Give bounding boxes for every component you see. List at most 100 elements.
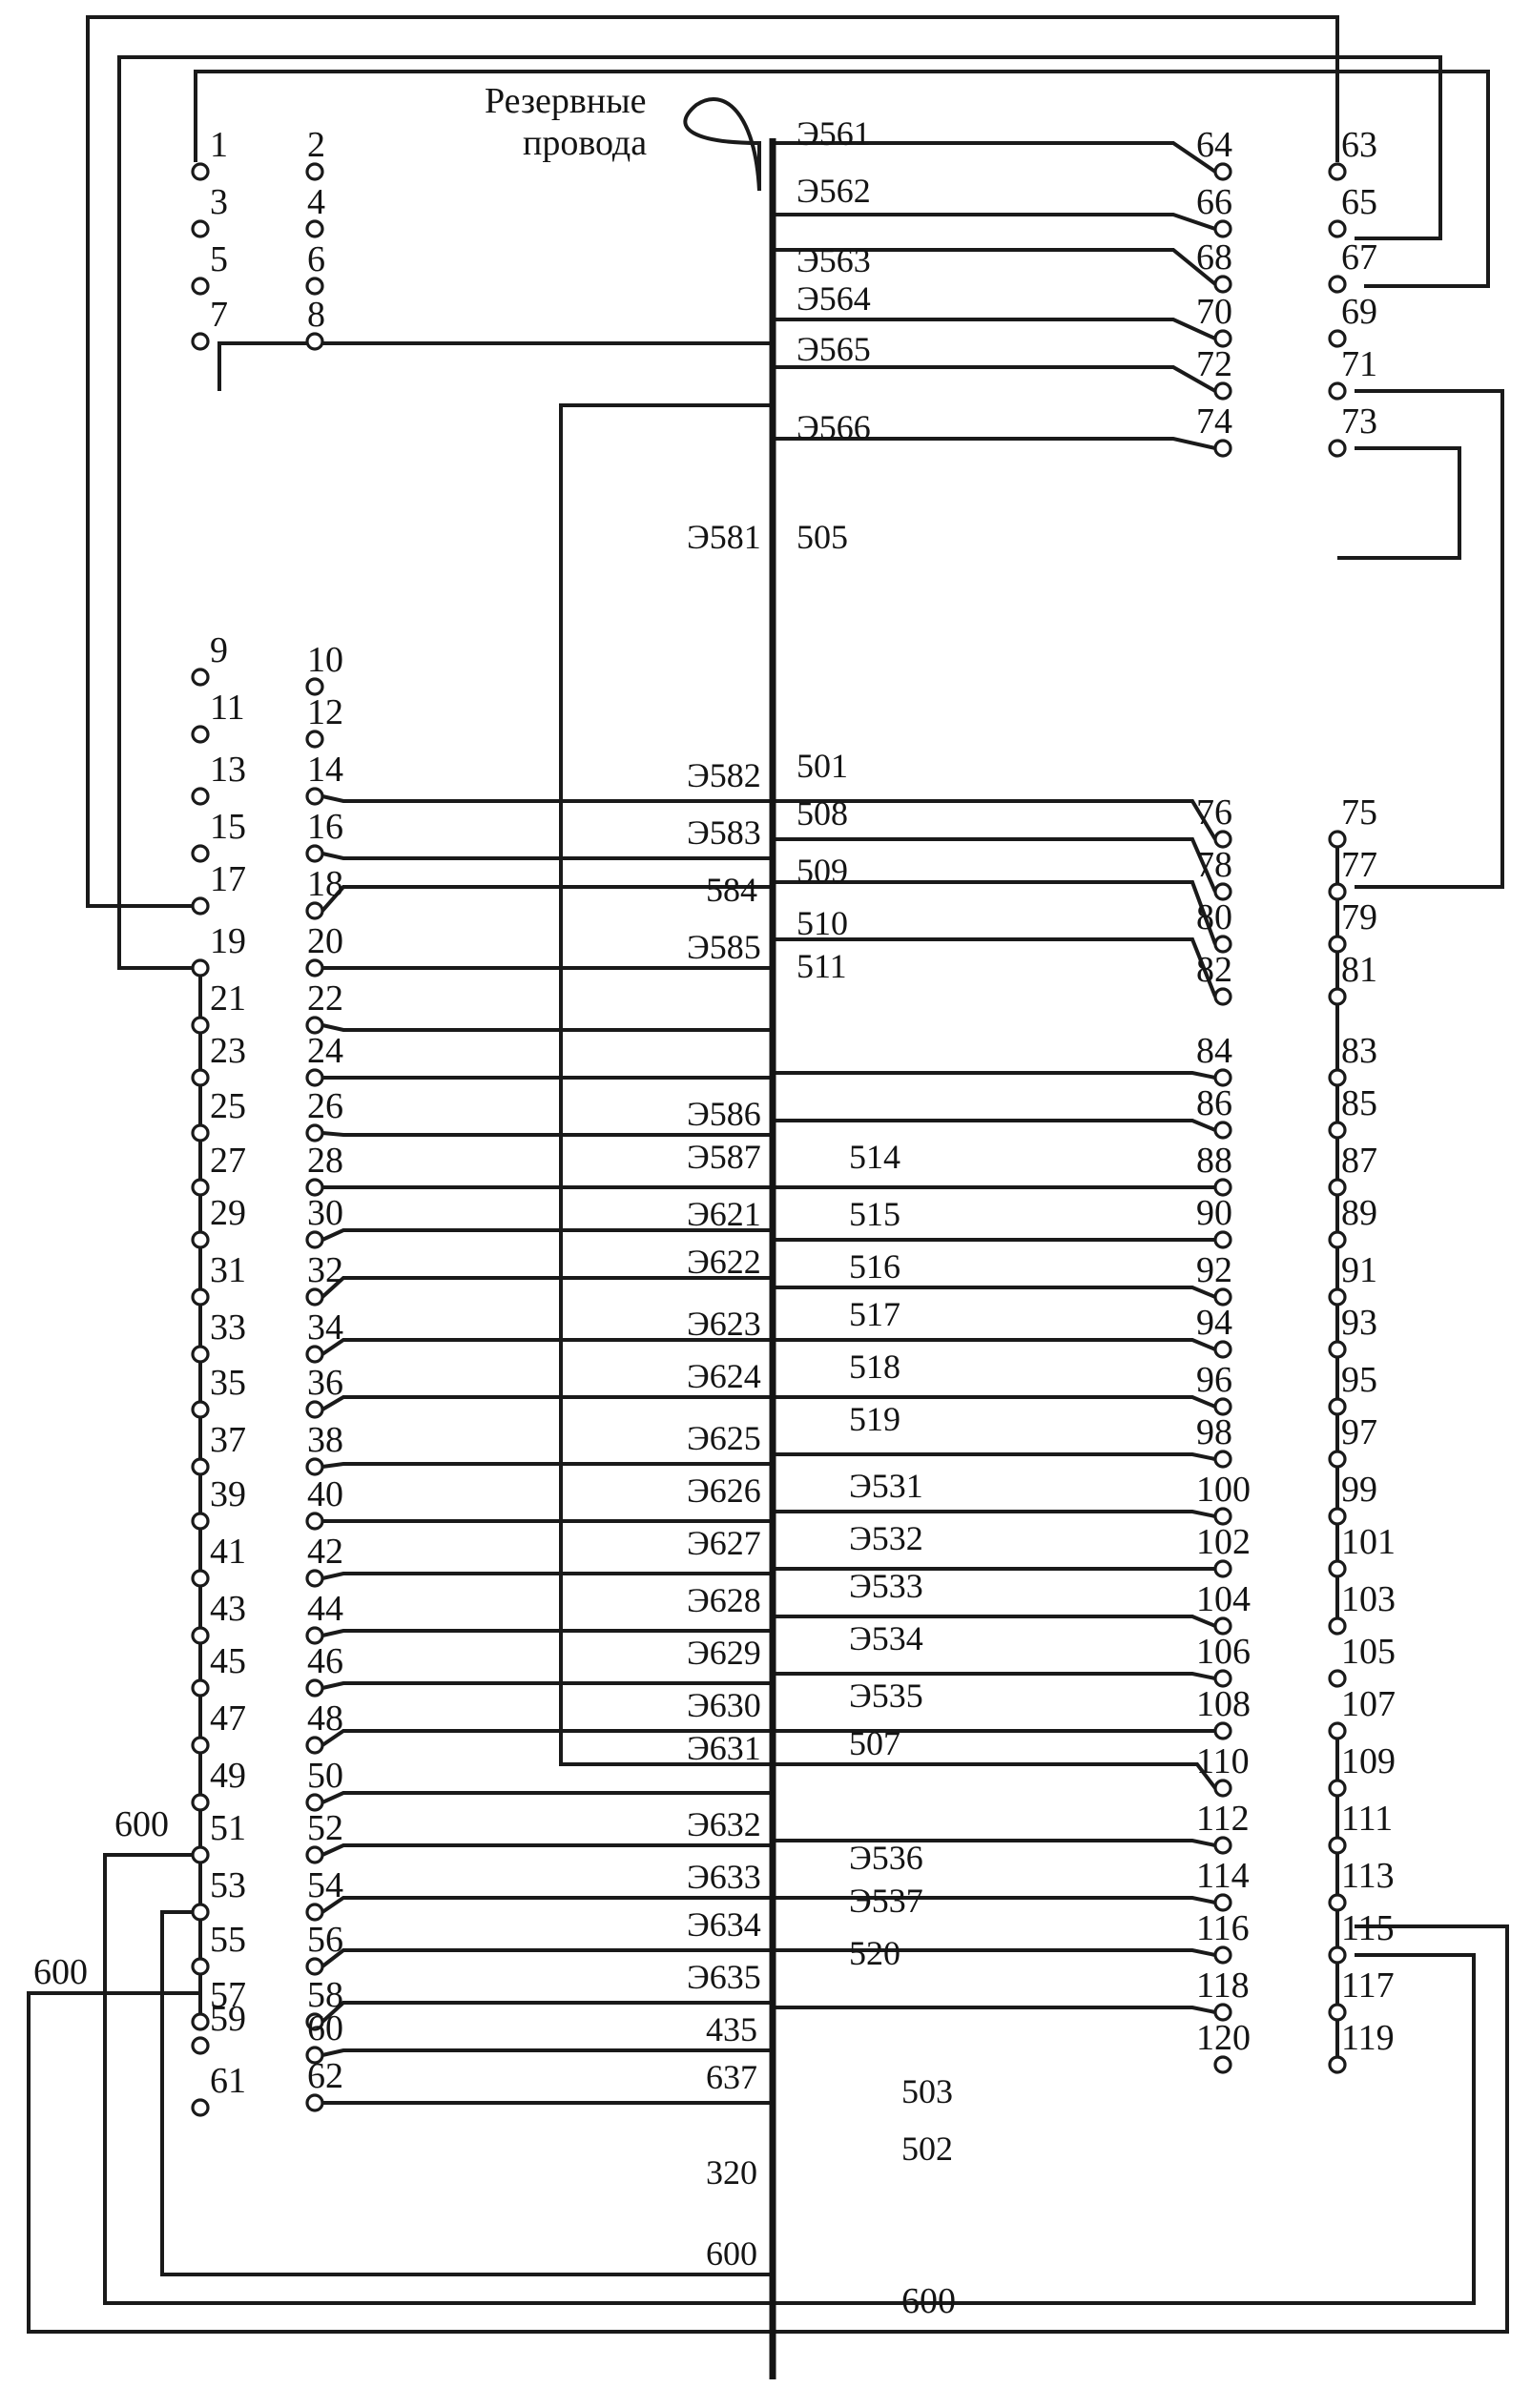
- terminal-88: [1213, 1178, 1232, 1197]
- reserve-wires-label-line1: Резервные: [485, 81, 647, 121]
- terminal-label-41: 41: [210, 1532, 246, 1572]
- bus-left-label-4: Э585: [687, 928, 761, 966]
- terminal-label-25: 25: [210, 1086, 246, 1126]
- terminal-14: [305, 787, 324, 806]
- terminal-32: [305, 1287, 324, 1307]
- wire-to-82: [773, 937, 1217, 998]
- terminal-label-52: 52: [307, 1808, 343, 1848]
- terminal-75: [1328, 830, 1347, 849]
- terminal-49: [191, 1793, 210, 1812]
- terminal-label-3: 3: [210, 182, 228, 222]
- bus-right-label-21: Э534: [849, 1619, 923, 1657]
- wire-from-48: [321, 1729, 773, 1747]
- terminal-label-59: 59: [210, 1999, 246, 2039]
- bus-right-label-16: 518: [849, 1348, 900, 1386]
- bus-left-label-8: Э622: [687, 1243, 761, 1281]
- terminal-91: [1328, 1287, 1347, 1307]
- terminal-87: [1328, 1178, 1347, 1197]
- terminal-78: [1213, 882, 1232, 901]
- terminal-62: [305, 2093, 324, 2112]
- terminal-41: [191, 1569, 210, 1588]
- terminal-53: [191, 1903, 210, 1922]
- wire-from-26: [321, 1131, 773, 1137]
- wire-from-50: [321, 1791, 773, 1804]
- terminal-47: [191, 1736, 210, 1755]
- bus-left-label-18: Э632: [687, 1805, 761, 1843]
- terminal-23: [191, 1068, 210, 1087]
- terminal-97: [1328, 1450, 1347, 1469]
- wire-to-80: [773, 880, 1217, 945]
- terminal-104: [1213, 1616, 1232, 1636]
- terminal-label-33: 33: [210, 1307, 246, 1348]
- terminal-95: [1328, 1397, 1347, 1416]
- bus-left-label-12: Э626: [687, 1472, 761, 1510]
- terminal-label-67: 67: [1341, 237, 1377, 278]
- wire-to-104: [773, 1615, 1216, 1628]
- bus-left-label-16: Э630: [687, 1686, 761, 1724]
- terminal-27: [191, 1178, 210, 1197]
- terminal-label-87: 87: [1341, 1141, 1377, 1181]
- terminal-label-72: 72: [1196, 344, 1232, 384]
- terminal-6: [305, 277, 324, 296]
- bus-left-label-11: Э625: [687, 1419, 761, 1457]
- terminal-30: [305, 1230, 324, 1249]
- terminal-44: [305, 1626, 324, 1645]
- terminal-label-88: 88: [1196, 1141, 1232, 1181]
- terminal-label-32: 32: [307, 1250, 343, 1290]
- terminal-72: [1213, 381, 1232, 401]
- terminal-29: [191, 1230, 210, 1249]
- terminal-83: [1328, 1068, 1347, 1087]
- terminal-73: [1328, 439, 1347, 458]
- terminal-label-84: 84: [1196, 1031, 1232, 1071]
- terminal-77: [1328, 882, 1347, 901]
- terminal-label-80: 80: [1196, 897, 1232, 937]
- wire-to-68: [773, 248, 1217, 286]
- terminal-70: [1213, 329, 1232, 348]
- terminal-9: [191, 668, 210, 687]
- reserve-wire-loop: [683, 97, 761, 192]
- wire-from-30: [321, 1228, 773, 1242]
- wire-to-98: [773, 1452, 1216, 1461]
- terminal-label-46: 46: [307, 1641, 343, 1681]
- terminal-96: [1213, 1397, 1232, 1416]
- terminal-50: [305, 1793, 324, 1812]
- terminal-101: [1328, 1559, 1347, 1578]
- terminal-39: [191, 1512, 210, 1531]
- terminal-69: [1328, 329, 1347, 348]
- terminal-21: [191, 1016, 210, 1035]
- terminal-label-17: 17: [210, 859, 246, 899]
- terminal-label-62: 62: [307, 2056, 343, 2096]
- terminal-113: [1328, 1893, 1347, 1912]
- terminal-label-8: 8: [307, 295, 325, 335]
- wire-from-42: [321, 1572, 773, 1580]
- ground-600-b: [27, 1924, 1509, 2334]
- outer-loop-77: [1355, 389, 1504, 889]
- terminal-60: [305, 2046, 324, 2065]
- wire-from-16: [321, 852, 773, 860]
- terminal-117: [1328, 2003, 1347, 2022]
- terminal-35: [191, 1400, 210, 1419]
- wire-from-56: [321, 1948, 773, 1968]
- terminal-20: [305, 958, 324, 978]
- terminal-label-51: 51: [210, 1808, 246, 1848]
- terminal-52: [305, 1845, 324, 1864]
- wire-to-74: [773, 437, 1216, 450]
- terminal-label-76: 76: [1196, 792, 1232, 833]
- outer-loop-73: [1337, 446, 1461, 560]
- terminal-label-55: 55: [210, 1920, 246, 1960]
- terminal-label-103: 103: [1341, 1579, 1396, 1619]
- terminal-label-83: 83: [1341, 1031, 1377, 1071]
- terminal-label-118: 118: [1196, 1966, 1250, 2006]
- terminal-76: [1213, 830, 1232, 849]
- terminal-label-40: 40: [307, 1474, 343, 1514]
- terminal-label-29: 29: [210, 1193, 246, 1233]
- terminal-label-109: 109: [1341, 1741, 1396, 1781]
- terminal-label-119: 119: [1341, 2018, 1395, 2058]
- bus-right-label-10: 510: [797, 904, 848, 942]
- bus-right-label-22: Э535: [849, 1677, 923, 1715]
- wire-from-52: [321, 1843, 773, 1857]
- wire-to-92: [773, 1286, 1216, 1299]
- terminal-label-78: 78: [1196, 845, 1232, 885]
- terminal-28: [305, 1178, 324, 1197]
- terminal-22: [305, 1016, 324, 1035]
